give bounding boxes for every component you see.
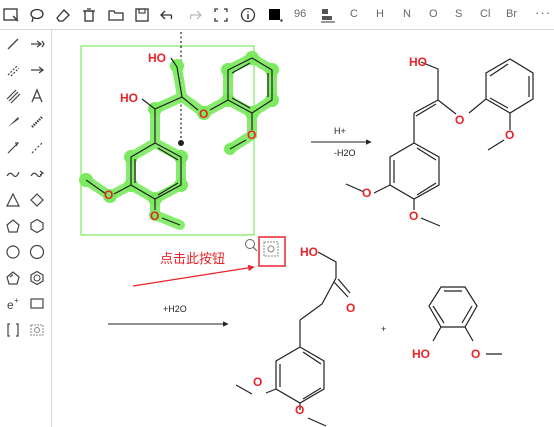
bold-wedge-icon[interactable] bbox=[2, 112, 24, 132]
molecule-product-1[interactable]: HO O O O O bbox=[345, 55, 534, 227]
heptagon-ring-icon[interactable] bbox=[2, 242, 24, 262]
align-icon[interactable] bbox=[317, 4, 339, 26]
top-toolbar: 96 C H N O S Cl Br ··· bbox=[0, 0, 554, 30]
drawing-canvas[interactable]: HO HO O O O O 点击此按钮 H+ -H2O bbox=[52, 30, 554, 427]
more-elements-icon[interactable]: ··· bbox=[535, 5, 551, 20]
screenshot-tool-icon[interactable] bbox=[26, 320, 48, 340]
save-icon[interactable] bbox=[131, 4, 153, 26]
arrow1-label-below: -H2O bbox=[334, 148, 356, 158]
element-n-button[interactable]: N bbox=[403, 8, 411, 20]
product1-o-methoxy2[interactable]: O bbox=[362, 186, 371, 200]
wavy-bond-icon[interactable] bbox=[2, 164, 24, 184]
highlight-box bbox=[258, 236, 286, 267]
product3-o-methoxy[interactable]: O bbox=[471, 347, 480, 361]
triple-bond-icon[interactable] bbox=[2, 86, 24, 106]
atom-o-methoxy2[interactable]: O bbox=[104, 188, 113, 202]
atom-o-methoxy[interactable]: O bbox=[247, 128, 256, 142]
hash-wedge-icon[interactable] bbox=[26, 112, 48, 132]
hexagon-ring-icon[interactable] bbox=[26, 216, 48, 236]
color-picker-icon[interactable] bbox=[264, 4, 286, 26]
product1-ho[interactable]: HO bbox=[409, 55, 427, 69]
element-c-button[interactable]: C bbox=[350, 8, 358, 20]
product2-o-methoxy[interactable]: O bbox=[253, 375, 262, 389]
atom-ho-left[interactable]: HO bbox=[120, 91, 138, 105]
product2-o-ketone[interactable]: O bbox=[346, 301, 355, 315]
rectangle-shape-icon[interactable] bbox=[26, 294, 48, 314]
product1-o-ether[interactable]: O bbox=[455, 113, 464, 127]
select-rect-icon[interactable] bbox=[0, 4, 22, 26]
tool-palette: e+ bbox=[0, 30, 52, 427]
product1-o-methoxy[interactable]: O bbox=[505, 128, 514, 142]
product1-o-methoxy3[interactable]: O bbox=[409, 209, 418, 223]
cyclopentadiene-icon[interactable] bbox=[2, 268, 24, 288]
undo-icon[interactable] bbox=[157, 4, 179, 26]
element-cl-button[interactable]: Cl bbox=[480, 8, 491, 20]
open-folder-icon[interactable] bbox=[105, 4, 127, 26]
fullscreen-icon[interactable] bbox=[210, 4, 232, 26]
svg-text:+: + bbox=[14, 296, 19, 305]
zoom-value: 96 bbox=[294, 8, 307, 20]
redo-icon[interactable] bbox=[183, 4, 205, 26]
single-bond-icon[interactable] bbox=[2, 34, 24, 54]
annotation-text: 点击此按钮 bbox=[160, 251, 225, 266]
selection-box[interactable] bbox=[80, 45, 255, 236]
octagon-ring-icon[interactable] bbox=[26, 242, 48, 262]
atom-ho-top[interactable]: HO bbox=[148, 51, 166, 65]
text-tool-icon[interactable] bbox=[26, 86, 48, 106]
product2-o-methoxy2[interactable]: O bbox=[295, 403, 304, 417]
rotation-handle[interactable] bbox=[178, 140, 184, 146]
annotation-arrow bbox=[132, 264, 255, 287]
capture-image-icon[interactable] bbox=[263, 241, 279, 257]
triangle-ring-icon[interactable] bbox=[2, 190, 24, 210]
element-s-button[interactable]: S bbox=[455, 8, 463, 20]
chain-arrow-icon[interactable] bbox=[26, 34, 48, 54]
svg-text:e: e bbox=[7, 298, 14, 312]
bracket-icon[interactable] bbox=[2, 320, 24, 340]
element-br-button[interactable]: Br bbox=[506, 8, 517, 20]
molecule-reactant[interactable]: HO HO O O O O bbox=[79, 51, 279, 230]
wedge-bond-icon[interactable] bbox=[2, 60, 24, 80]
molecule-product-3[interactable]: HO O bbox=[412, 286, 502, 361]
dashed-bond-icon[interactable] bbox=[26, 138, 48, 158]
lasso-icon[interactable] bbox=[26, 4, 48, 26]
product3-ho[interactable]: HO bbox=[412, 347, 430, 361]
trash-icon[interactable] bbox=[78, 4, 100, 26]
product2-ho[interactable]: HO bbox=[300, 245, 318, 259]
info-icon[interactable] bbox=[237, 4, 259, 26]
wavy-arrow2-icon[interactable] bbox=[26, 164, 48, 184]
benzene-ring-icon[interactable] bbox=[26, 268, 48, 288]
plus-sign: + bbox=[381, 324, 386, 334]
arrow2-label-above: +H2O bbox=[163, 304, 187, 314]
zoom-selection-icon[interactable] bbox=[245, 239, 258, 252]
element-h-button[interactable]: H bbox=[376, 8, 384, 20]
diamond-ring-icon[interactable] bbox=[26, 190, 48, 210]
arrow1-label-above: H+ bbox=[334, 126, 346, 136]
molecule-product-2[interactable]: HO O O O bbox=[235, 245, 355, 427]
atom-o-ether[interactable]: O bbox=[199, 107, 208, 121]
wavy-arrow-icon[interactable] bbox=[2, 138, 24, 158]
reaction-arrow-icon[interactable] bbox=[26, 60, 48, 80]
element-o-button[interactable]: O bbox=[429, 8, 438, 20]
atom-o-methoxy3[interactable]: O bbox=[150, 209, 159, 223]
pentagon-ring-icon[interactable] bbox=[2, 216, 24, 236]
charge-icon[interactable]: e+ bbox=[2, 294, 24, 314]
eraser-icon[interactable] bbox=[52, 4, 74, 26]
